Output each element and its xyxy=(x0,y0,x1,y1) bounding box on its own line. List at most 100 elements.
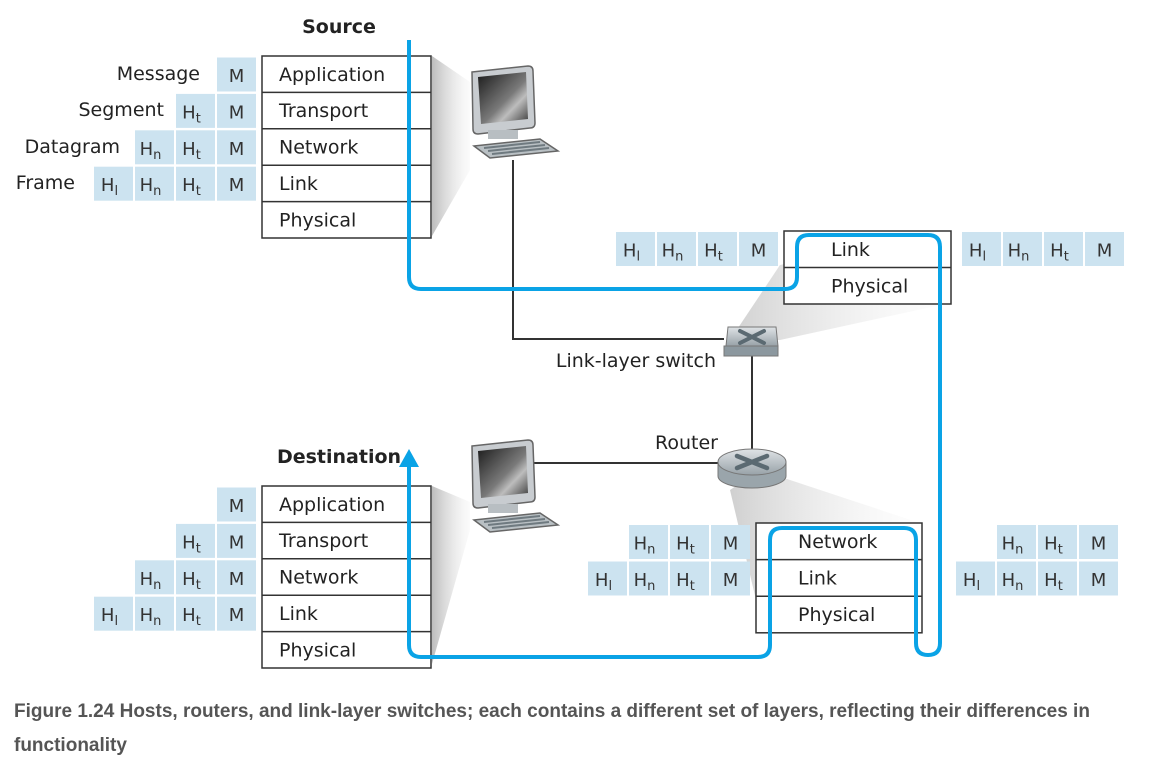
header-label: Ht xyxy=(1044,570,1063,594)
layer-transport: Transport xyxy=(278,100,368,122)
header-cell-ht xyxy=(698,232,737,266)
header-label: M xyxy=(723,533,739,554)
header-cell-m xyxy=(739,232,778,266)
header-label: Ht xyxy=(1044,533,1063,557)
source-label: Source xyxy=(302,16,376,38)
header-cell-m xyxy=(711,525,750,559)
header-label: Hl xyxy=(623,240,640,264)
header-cell-hn xyxy=(629,525,668,559)
header-cell-hn xyxy=(657,232,696,266)
header-label: M xyxy=(751,240,767,261)
header-cell-m xyxy=(711,561,750,596)
header-cell-ht xyxy=(176,130,215,165)
header-label: M xyxy=(229,569,245,590)
header-label: Ht xyxy=(182,532,201,556)
header-cell-ht xyxy=(176,523,215,558)
layer-network: Network xyxy=(798,531,877,553)
layer-physical: Physical xyxy=(279,209,356,231)
header-label: Ht xyxy=(182,175,201,199)
pdu-name-segment: Segment xyxy=(79,99,165,121)
header-cell-ht xyxy=(670,561,709,596)
header-label: Hl xyxy=(963,570,980,594)
header-cell-hn xyxy=(135,596,174,631)
header-cell-hl xyxy=(962,232,1001,266)
header-cell-hn xyxy=(135,130,174,165)
header-label: Ht xyxy=(182,139,201,163)
source-host-icon xyxy=(471,65,561,159)
header-cell-hn xyxy=(135,560,174,595)
destination-stack-frame xyxy=(261,485,432,669)
header-cell-hl xyxy=(588,561,627,596)
header-label: M xyxy=(1091,533,1107,554)
header-cell-hl xyxy=(616,232,655,266)
pdu-row: Ht M xyxy=(176,93,256,128)
header-cell-ht xyxy=(176,166,215,201)
header-label: Hn xyxy=(662,240,684,264)
header-label: Hn xyxy=(1008,240,1030,264)
network-layers-diagram: ApplicationTransportNetworkLinkPhysical … xyxy=(16,16,1124,669)
header-label: Hn xyxy=(140,139,162,163)
destination-host-icon xyxy=(471,439,561,533)
header-label: Hn xyxy=(634,533,656,557)
header-label: M xyxy=(229,102,245,123)
header-cell-hn xyxy=(997,525,1036,559)
header-cell-m xyxy=(217,487,256,522)
header-label: M xyxy=(229,139,245,160)
header-label: Ht xyxy=(182,102,201,126)
header-cell-hn xyxy=(629,561,668,596)
layer-application: Application xyxy=(279,64,385,86)
network-links xyxy=(512,160,753,464)
header-cell-ht xyxy=(1038,561,1077,596)
header-cell-m xyxy=(217,57,256,92)
layer-transport: Transport xyxy=(278,530,368,552)
pdu-row: M xyxy=(217,57,256,92)
header-label: M xyxy=(1097,240,1113,261)
header-label: Ht xyxy=(676,533,695,557)
header-cell-m xyxy=(217,596,256,631)
destination-label: Destination xyxy=(277,446,401,468)
dest-host-projection xyxy=(432,486,470,664)
header-cell-m xyxy=(1085,232,1124,266)
layer-link: Link xyxy=(831,239,870,261)
layer-link: Link xyxy=(279,173,318,195)
header-label: Hl xyxy=(101,605,118,629)
source-stack-frame xyxy=(261,55,432,239)
pdu-row: M xyxy=(217,487,256,522)
header-label: Hn xyxy=(1002,570,1024,594)
header-cell-m xyxy=(217,523,256,558)
header-cell-m xyxy=(217,130,256,165)
figure-caption: Figure 1.24 Hosts, routers, and link-lay… xyxy=(14,701,1090,756)
header-label: M xyxy=(229,66,245,87)
layer-link: Link xyxy=(279,603,318,625)
header-label: M xyxy=(229,532,245,553)
header-label: Hn xyxy=(140,175,162,199)
header-label: M xyxy=(723,570,739,591)
layer-physical: Physical xyxy=(798,604,875,626)
header-label: M xyxy=(1091,570,1107,591)
header-cell-m xyxy=(217,166,256,201)
header-cell-m xyxy=(1079,561,1118,596)
header-label: Ht xyxy=(676,570,695,594)
header-label: Ht xyxy=(1050,240,1069,264)
layer-application: Application xyxy=(279,494,385,516)
header-label: Hl xyxy=(969,240,986,264)
router-stack-frame xyxy=(755,522,923,634)
header-cell-hn xyxy=(1003,232,1042,266)
pdu-row: Hl Hn Ht M xyxy=(962,232,1124,266)
header-label: Ht xyxy=(182,569,201,593)
pdu-row: Hl Hn Ht M xyxy=(616,232,778,266)
layer-network: Network xyxy=(279,567,358,589)
header-cell-hn xyxy=(997,561,1036,596)
router-icon xyxy=(717,448,787,489)
header-label: Hl xyxy=(595,570,612,594)
header-label: Ht xyxy=(704,240,723,264)
header-cell-m xyxy=(1079,525,1118,559)
